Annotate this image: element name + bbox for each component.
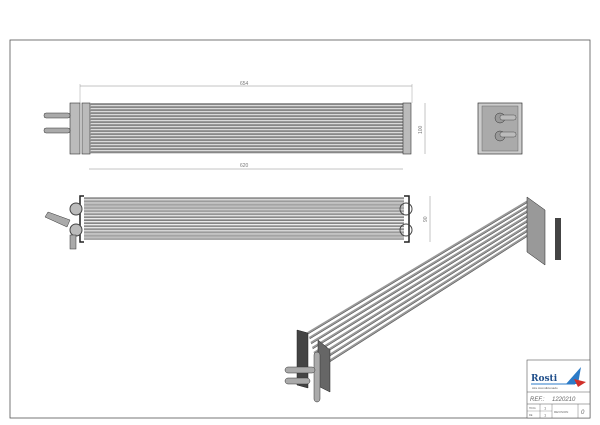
tube-line — [316, 230, 529, 365]
angled-pipe — [44, 211, 71, 228]
logo-mark-icon — [566, 367, 581, 384]
sheet-of-label: DE — [529, 414, 533, 417]
tube-line — [315, 225, 529, 360]
title-block: Rosti Aire Acondicionado REF.: 1220210 H… — [526, 359, 591, 419]
company-logo: Rosti — [531, 374, 558, 384]
sheet-label: HOJA — [529, 407, 536, 410]
tube-line — [313, 220, 529, 355]
tube-line — [307, 198, 531, 335]
isometric-view — [284, 196, 561, 403]
top-view: 90 — [44, 195, 431, 250]
tube-line — [311, 213, 530, 350]
tube-line — [314, 223, 530, 360]
dimension-core-length: 620 — [240, 163, 249, 169]
tube-line — [316, 228, 529, 365]
revision-value: 0 — [581, 410, 585, 416]
logo-subtitle: Aire Acondicionado — [532, 386, 558, 390]
revision-label: REVISION — [554, 410, 568, 414]
inlet-pipe — [43, 112, 71, 119]
ref-label: REF.: — [530, 397, 545, 403]
tube-line — [310, 210, 530, 345]
tube-line — [309, 205, 530, 340]
tube-line — [313, 218, 530, 355]
sheet-number: 1 — [544, 406, 547, 411]
tube-line — [308, 203, 531, 340]
tube-line — [317, 233, 529, 370]
tube-line — [307, 200, 531, 335]
front-view: 654 620 100 — [43, 81, 426, 170]
dimension-overall-length: 654 — [240, 81, 249, 87]
dimension-depth: 90 — [423, 216, 429, 222]
end-view — [477, 102, 523, 155]
tube-line — [310, 208, 531, 345]
ref-value: 1220210 — [552, 397, 576, 403]
outlet-pipe — [43, 127, 71, 134]
tube-line — [312, 215, 530, 350]
tube-line — [318, 235, 529, 370]
drawing-frame — [9, 39, 591, 419]
sheet-total: 1 — [544, 413, 547, 418]
dimension-height: 100 — [418, 125, 424, 134]
